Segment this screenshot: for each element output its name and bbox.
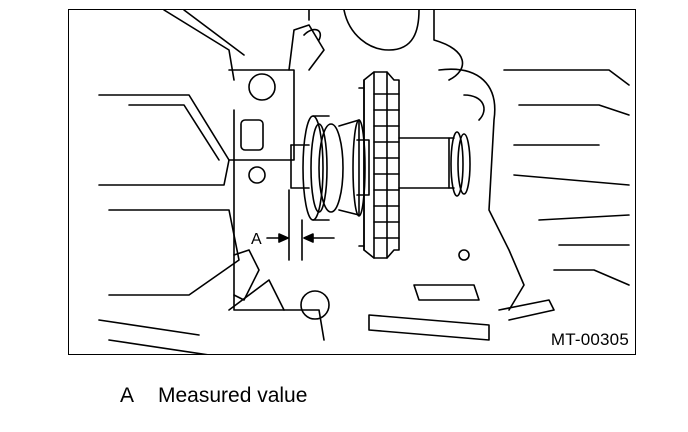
shaft xyxy=(290,137,455,189)
legend: A Measured value xyxy=(120,384,307,408)
gear-hub xyxy=(338,119,366,217)
measurement-a: A xyxy=(251,189,335,261)
case-pocket xyxy=(240,119,264,151)
diagram-frame: A MT-00305 xyxy=(68,9,636,355)
bearing-ring xyxy=(450,131,471,197)
transmission-gear-illustration: A xyxy=(98,10,630,354)
case-outline xyxy=(98,10,630,354)
driven-gear xyxy=(356,71,400,259)
case-holes xyxy=(248,73,470,320)
thrust-washer xyxy=(302,115,344,221)
figure-code: MT-00305 xyxy=(550,330,629,349)
legend-key: A xyxy=(120,384,135,407)
legend-text: Measured value xyxy=(158,384,308,407)
legend-item: A Measured value xyxy=(120,384,307,408)
callout-label-a: A xyxy=(251,231,262,248)
